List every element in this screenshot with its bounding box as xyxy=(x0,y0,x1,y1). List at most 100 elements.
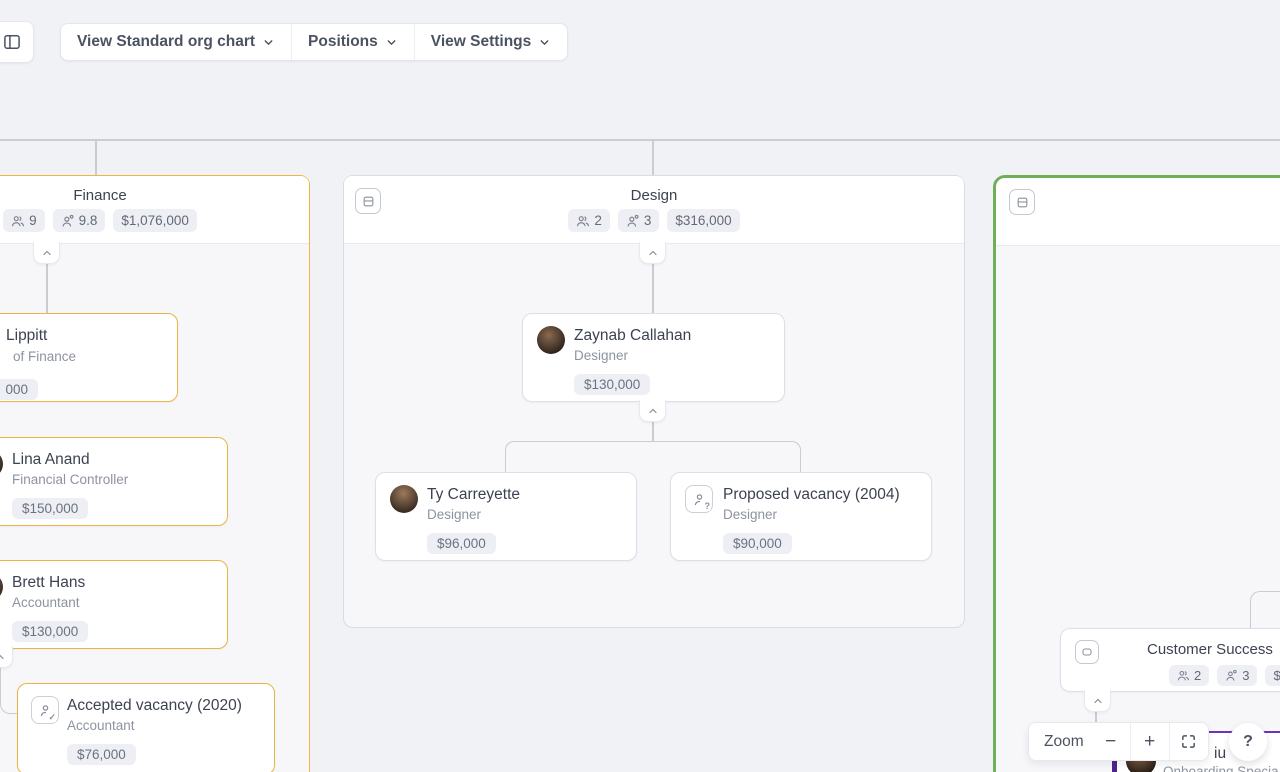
view-toolbar: View Standard org chart Positions View S… xyxy=(60,23,569,61)
sidebar-toggle-button[interactable] xyxy=(0,21,34,63)
positions-badge: 3 xyxy=(617,209,660,232)
salary-badge: $150,000 xyxy=(12,498,89,519)
accepted-vacancy-icon: ✓ xyxy=(31,696,59,724)
connector-finance-vacancy xyxy=(0,668,18,714)
budget-badge: $1,076,000 xyxy=(113,209,197,232)
positions-badge: 9.8 xyxy=(52,209,106,232)
group-title: Design xyxy=(630,187,678,204)
collapse-toggle-zaynab[interactable] xyxy=(639,400,666,422)
people-icon xyxy=(11,215,25,226)
collapse-card-icon[interactable] xyxy=(355,188,381,214)
salary-badge: $96,000 xyxy=(427,533,496,554)
person-title: Financial Controller xyxy=(12,472,129,487)
divider xyxy=(1168,723,1170,760)
people-icon xyxy=(577,215,590,226)
zoom-toolbar: Zoom − + xyxy=(1028,722,1209,761)
chevron-up-icon xyxy=(648,250,657,255)
collapse-toggle-design[interactable] xyxy=(639,242,666,264)
group-design-header[interactable]: Design 2 3 $316,000 xyxy=(344,176,964,244)
person-title: of Finance xyxy=(13,349,77,364)
vacancy-name: Accepted vacancy (2020) xyxy=(67,697,242,714)
group-finance-header[interactable]: Finance 9 9.8 $1,076,000 xyxy=(0,176,309,244)
headcount-badge: 2 xyxy=(568,209,610,232)
person-name: Ty Carreyette xyxy=(427,486,521,503)
connector-trunk xyxy=(0,139,1280,141)
person-card-zaynab-callahan[interactable]: Zaynab Callahan Designer $130,000 xyxy=(522,313,785,402)
connector-branch-left xyxy=(505,441,653,472)
person-title: Designer xyxy=(574,348,629,363)
positions-menu-button[interactable]: Positions xyxy=(291,24,414,60)
person-name: Zaynab Callahan xyxy=(574,327,692,344)
badge-row: 9 9.8 $1,076,000 xyxy=(3,209,197,232)
avatar xyxy=(0,450,3,478)
person-name: Lina Anand xyxy=(12,451,90,468)
chevron-up-icon xyxy=(42,250,51,255)
proposed-vacancy-icon: ? xyxy=(685,485,713,513)
group-customer-success-header[interactable]: Customer Success 2 3 $340, xyxy=(1060,628,1280,692)
chevron-down-icon xyxy=(387,39,396,45)
vacancy-card-proposed[interactable]: ? Proposed vacancy (2004) Designer $90,0… xyxy=(670,472,932,561)
badge-row: 2 3 $316,000 xyxy=(568,209,740,232)
vacancy-title: Designer xyxy=(723,507,778,522)
person-name: iu xyxy=(1214,745,1227,762)
salary-badge: $76,000 xyxy=(67,744,136,765)
position-icon xyxy=(1226,669,1237,681)
zoom-label: Zoom xyxy=(1044,732,1084,750)
salary-badge: $130,000 xyxy=(12,621,89,642)
avatar xyxy=(390,485,418,513)
connector-drop-design xyxy=(652,140,654,175)
position-icon xyxy=(62,214,74,227)
person-title: Onboarding Specia xyxy=(1163,764,1279,772)
collapse-toggle-customer-success[interactable] xyxy=(1084,690,1111,712)
people-icon xyxy=(1177,670,1190,681)
chevron-up-icon xyxy=(0,654,4,659)
vacancy-name: Proposed vacancy (2004) xyxy=(723,486,900,503)
divider xyxy=(1129,723,1131,760)
headcount-badge: 2 xyxy=(1169,665,1210,686)
salary-badge: $90,000 xyxy=(723,533,792,554)
connector-finance-head xyxy=(46,263,48,313)
person-name: Brett Hans xyxy=(12,574,86,591)
position-icon xyxy=(627,214,639,227)
person-name: Lippitt xyxy=(6,327,48,344)
chevron-down-icon xyxy=(540,39,549,45)
budget-badge: $316,000 xyxy=(667,209,740,232)
help-button[interactable]: ? xyxy=(1229,723,1267,761)
view-menu-button[interactable]: View Standard org chart xyxy=(61,24,291,60)
group-green-header[interactable] xyxy=(996,178,1280,246)
vacancy-title: Accountant xyxy=(67,718,135,733)
headcount-badge: 9 xyxy=(3,209,45,232)
collapse-card-icon[interactable] xyxy=(1075,640,1099,664)
zoom-in-button[interactable]: + xyxy=(1144,730,1156,752)
person-card-lina-anand[interactable]: Lina Anand Financial Controller $150,000 xyxy=(0,437,228,526)
person-card-brett-hans[interactable]: Brett Hans Accountant $130,000 xyxy=(0,560,228,649)
avatar xyxy=(537,326,565,354)
avatar xyxy=(0,573,3,601)
chevron-up-icon xyxy=(1093,698,1102,703)
connector-branch-right xyxy=(653,441,801,472)
budget-badge: $340, xyxy=(1265,665,1280,686)
group-title: Finance xyxy=(73,187,127,204)
fullscreen-button[interactable] xyxy=(1170,723,1208,760)
fullscreen-icon xyxy=(1182,735,1196,748)
view-settings-menu-button[interactable]: View Settings xyxy=(413,24,568,60)
salary-badge: 000 xyxy=(0,379,38,400)
zoom-out-button[interactable]: − xyxy=(1105,730,1117,752)
vacancy-card-accepted[interactable]: ✓ Accepted vacancy (2020) Accountant $76… xyxy=(17,683,275,772)
person-title: Designer xyxy=(427,507,482,522)
connector-zaynab-down xyxy=(652,422,654,442)
group-title: Customer Success xyxy=(1147,641,1273,658)
collapse-card-icon[interactable] xyxy=(1009,189,1035,215)
collapse-toggle-finance[interactable] xyxy=(33,242,60,264)
positions-badge: 3 xyxy=(1217,665,1258,686)
person-title: Accountant xyxy=(12,595,80,610)
collapse-toggle-finance-sub[interactable] xyxy=(0,646,13,668)
person-card-lippitt[interactable]: Lippitt of Finance 000 xyxy=(0,313,178,402)
chevron-up-icon xyxy=(648,408,657,413)
badge-row: 2 3 $340, xyxy=(1169,665,1280,686)
chevron-down-icon xyxy=(264,39,273,45)
connector-design-head xyxy=(652,263,654,313)
person-card-ty-carreyette[interactable]: Ty Carreyette Designer $96,000 xyxy=(375,472,637,561)
connector-cs-in xyxy=(1250,591,1280,628)
salary-badge: $130,000 xyxy=(574,374,651,395)
